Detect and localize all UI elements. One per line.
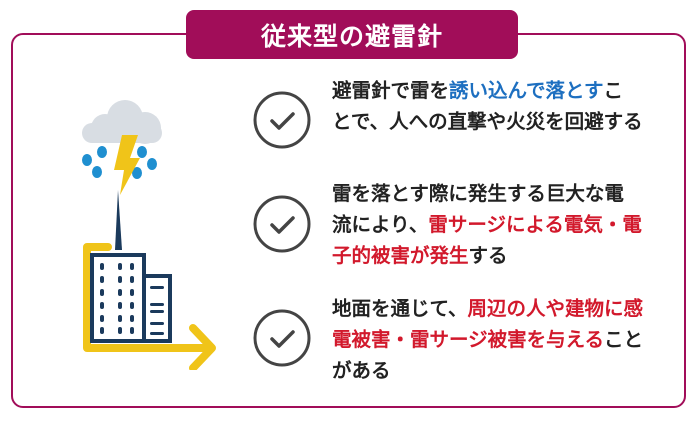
cloud-icon	[82, 100, 162, 144]
check-circle-icon	[253, 309, 311, 367]
highlight-text: 誘い込んで落とす	[449, 79, 604, 102]
text-segment: する	[468, 244, 508, 267]
lightning-rod-illustration	[82, 100, 216, 370]
list-item: 地面を通じて、周辺の人や建物に感電被害・雷サージ被害を与えることがある	[252, 297, 643, 382]
highlight-text: 雷サージによる電気・電	[428, 213, 642, 236]
highlight-text: 子的被害が発生	[332, 244, 469, 267]
text-segment: とで、人への直撃や火災を回避する	[332, 110, 643, 133]
highlight-text: 周辺の人や建物に感	[467, 297, 644, 320]
lightning-bolt-icon	[114, 135, 140, 195]
item-text: 地面を通じて、周辺の人や建物に感電被害・雷サージ被害を与えることがある	[332, 293, 672, 386]
check-circle-icon	[253, 195, 311, 253]
text-segment: 雷を落とす際に発生する巨大な電	[332, 182, 624, 205]
text-segment: 地面を通じて、	[332, 297, 468, 320]
text-segment: 流により、	[332, 213, 429, 236]
text-line: 地面を通じて、周辺の人や建物に感	[332, 293, 672, 324]
text-segment: がある	[332, 359, 391, 382]
list-item: 雷を落とす際に発生する巨大な電流により、雷サージによる電気・電子的被害が発生する	[252, 182, 642, 267]
text-line: がある	[332, 355, 672, 386]
rain-drops-icon	[82, 146, 157, 179]
check-circle-icon	[253, 91, 311, 149]
item-text: 避雷針で雷を誘い込んで落とすことで、人への直撃や火災を回避する	[332, 75, 672, 137]
text-segment: こ	[603, 79, 623, 102]
text-segment: こと	[604, 328, 644, 351]
text-line: 雷を落とす際に発生する巨大な電	[332, 178, 672, 209]
text-line: 避雷針で雷を誘い込んで落とすこ	[332, 75, 672, 106]
list-item: 避雷針で雷を誘い込んで落とすことで、人への直撃や火災を回避する	[252, 79, 643, 150]
item-text: 雷を落とす際に発生する巨大な電流により、雷サージによる電気・電子的被害が発生する	[332, 178, 672, 271]
page-title: 従来型の避雷針	[186, 10, 518, 59]
ground-arrow	[83, 243, 216, 370]
building-icon	[90, 253, 172, 343]
text-line: 流により、雷サージによる電気・電	[332, 209, 672, 240]
text-line: 子的被害が発生する	[332, 240, 672, 271]
text-segment: 避雷針で雷を	[332, 79, 450, 102]
highlight-text: 電被害・雷サージ被害を与える	[332, 328, 605, 351]
text-line: とで、人への直撃や火災を回避する	[332, 106, 672, 137]
text-line: 電被害・雷サージ被害を与えること	[332, 324, 672, 355]
lightning-rod	[115, 190, 122, 250]
